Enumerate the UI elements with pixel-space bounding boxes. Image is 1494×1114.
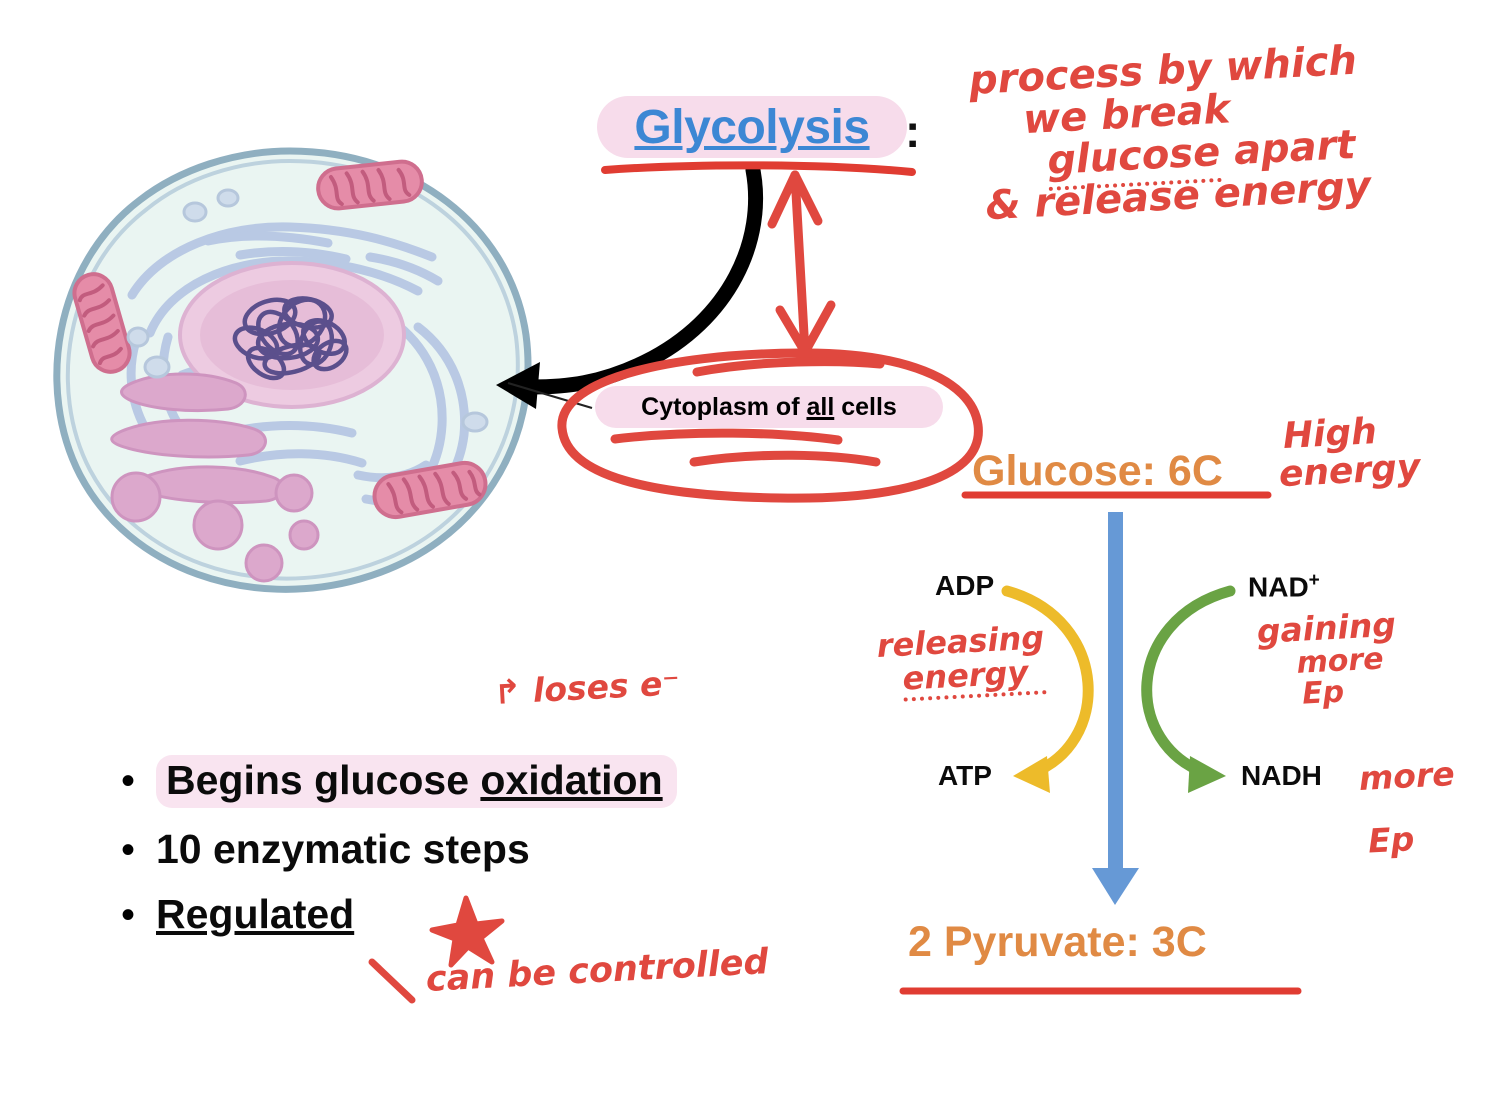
cytoplasm-emphasis: all [806, 392, 835, 421]
nadh-label: NADH [1241, 760, 1322, 791]
blue-down-arrow-icon [1092, 512, 1139, 905]
pyruvate-label: 2 Pyruvate: 3C [908, 918, 1207, 966]
note-line-underlined: energy [902, 653, 1048, 702]
red-underline-glycolysis [601, 161, 916, 176]
adp-label: ADP [935, 570, 995, 601]
bullet-list: • Begins glucose oxidation • 10 enzymati… [100, 755, 860, 956]
note-line: energy [1277, 446, 1422, 496]
handwritten-note-high-energy: High energy [1278, 411, 1421, 495]
title-colon: : [905, 105, 921, 157]
nad-plus-superscript: + [1308, 570, 1320, 591]
nad-plus-label: NAD+ [1248, 570, 1320, 603]
bullet-text: Begins glucose oxidation [156, 755, 677, 808]
slide-title-text: Glycolysis [634, 100, 870, 154]
controlled-pointer-line [368, 958, 416, 1004]
vesicle-icon [110, 372, 320, 583]
animal-cell-diagram [53, 147, 532, 593]
glucose-label: Glucose: 6C [972, 447, 1223, 495]
handwritten-note-loses-electron: ↱ loses e⁻ [492, 663, 681, 712]
bullet-marker-icon: • [120, 828, 135, 872]
note-line: Ep [1367, 818, 1416, 861]
bullet-marker-icon: • [120, 759, 135, 803]
note-line: & release energy [984, 163, 1372, 230]
mitochondrion-icon [72, 159, 488, 520]
handwritten-note-releasing-energy: releasing energy [876, 618, 1048, 703]
bullet-emphasis: Regulated [156, 891, 355, 937]
atp-label: ATP [938, 760, 992, 791]
bullet-text: 10 enzymatic steps [156, 826, 530, 872]
red-double-arrow-icon [767, 170, 836, 357]
bullet-emphasis: oxidation [480, 757, 663, 803]
small-vesicle-icon [126, 188, 489, 433]
cytoplasm-label: Cytoplasm of all cells [595, 386, 943, 428]
handwritten-note-more-ep: more Ep [1357, 753, 1459, 861]
list-item: • Regulated [100, 891, 860, 938]
note-line: more [1357, 753, 1456, 798]
slide-title: Glycolysis [597, 96, 907, 158]
list-item: • 10 enzymatic steps [100, 826, 860, 873]
cytoplasm-label-text: Cytoplasm of all cells [641, 392, 897, 421]
note-line: Ep [1301, 674, 1346, 712]
list-item: • Begins glucose oxidation [100, 755, 860, 808]
bullet-text: Regulated [156, 891, 354, 938]
handwritten-note-process: process by which we break glucose apart … [968, 38, 1372, 230]
green-nad-nadh-arrow-icon [1141, 585, 1236, 793]
handwritten-note-gaining-ep: gaining more Ep [1256, 605, 1400, 713]
bullet-marker-icon: • [120, 893, 135, 937]
note-line: more [1295, 641, 1385, 681]
chromatin-icon [232, 296, 349, 381]
